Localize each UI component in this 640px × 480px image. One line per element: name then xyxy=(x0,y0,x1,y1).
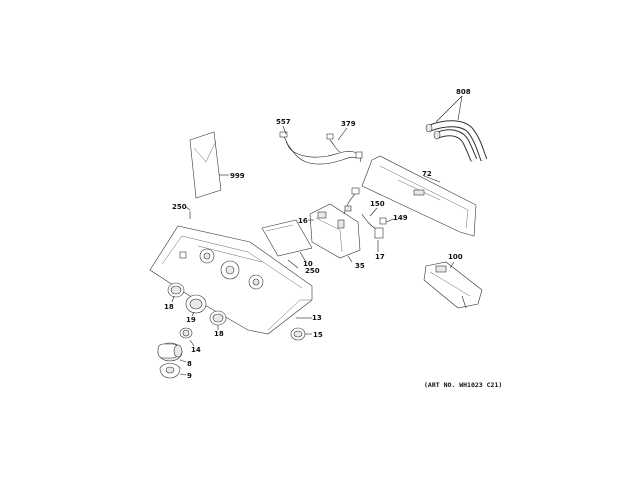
part-control-board xyxy=(308,187,395,263)
callout-14: 14 xyxy=(191,346,201,354)
callout-250-lower: 250 xyxy=(305,267,320,275)
callout-9: 9 xyxy=(187,372,192,380)
callout-557: 557 xyxy=(276,118,291,126)
part-wire-harness xyxy=(279,125,363,165)
part-knob-center xyxy=(185,294,207,317)
part-switch-8 xyxy=(157,342,187,363)
callout-18-left: 18 xyxy=(164,303,174,311)
part-inlet-hoses xyxy=(425,95,488,162)
callout-18-right: 18 xyxy=(214,330,224,338)
part-screw-lower xyxy=(287,259,299,269)
art-number: (ART NO. WH1023 C21) xyxy=(424,381,502,389)
part-display-panel xyxy=(261,219,313,263)
callout-72: 72 xyxy=(422,170,432,178)
part-knob-insert xyxy=(179,327,195,347)
callout-250-upper: 250 xyxy=(172,203,187,211)
callout-16: 16 xyxy=(298,217,308,225)
callout-17: 17 xyxy=(375,253,385,261)
callout-15: 15 xyxy=(313,331,323,339)
part-control-backsplash xyxy=(149,225,313,335)
callout-999: 999 xyxy=(230,172,245,180)
callout-35: 35 xyxy=(355,262,365,270)
part-manual-sheet xyxy=(189,131,229,199)
part-screw-upper xyxy=(185,206,191,219)
callout-13: 13 xyxy=(312,314,322,322)
callout-379: 379 xyxy=(341,120,356,128)
callout-10: 10 xyxy=(303,260,313,268)
callout-8: 8 xyxy=(187,360,192,368)
part-knob-left xyxy=(167,282,185,303)
part-knob-15 xyxy=(290,327,312,341)
callout-150: 150 xyxy=(370,200,385,208)
part-component-100 xyxy=(423,261,483,309)
callout-808: 808 xyxy=(456,88,471,96)
part-rear-panel-cover xyxy=(361,155,477,237)
part-bracket-9 xyxy=(159,363,187,379)
callout-149: 149 xyxy=(393,214,408,222)
callout-19: 19 xyxy=(186,316,196,324)
callout-100: 100 xyxy=(448,253,463,261)
part-knob-right xyxy=(209,310,227,330)
